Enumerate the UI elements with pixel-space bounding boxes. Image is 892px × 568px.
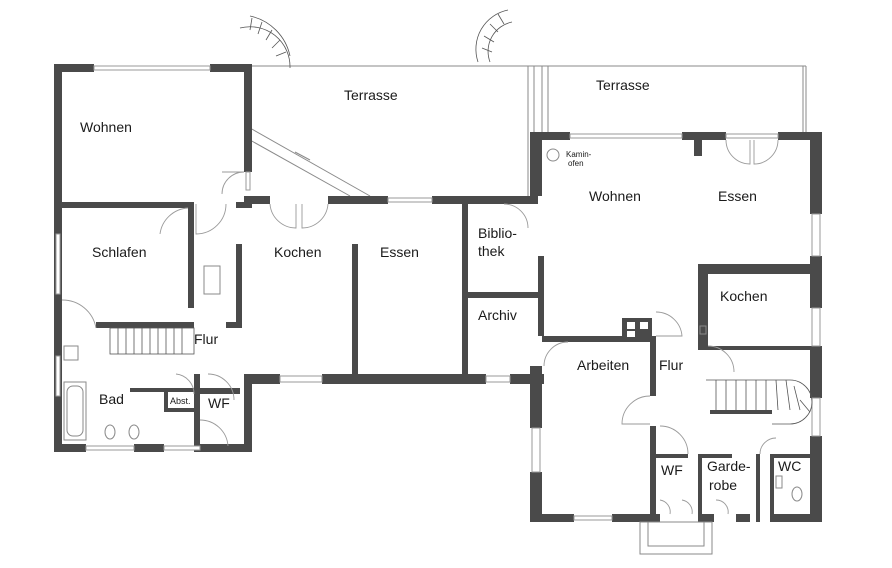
- label-wohnen-right: Wohnen: [589, 188, 641, 204]
- right-wing-walls: [530, 132, 822, 522]
- entrance-steps: [639, 521, 713, 555]
- label-terrasse-left: Terrasse: [344, 87, 398, 103]
- label-kaminofen-1: Kamin-: [566, 150, 592, 159]
- terrace-outlines: [249, 65, 807, 197]
- left-inner-stair: [109, 327, 195, 355]
- spiral-stair-left: [239, 15, 291, 69]
- label-garderobe-1: Garde-: [707, 458, 751, 474]
- middle-walls: [244, 196, 544, 384]
- label-archiv: Archiv: [478, 307, 517, 323]
- label-flur-right: Flur: [659, 357, 683, 373]
- label-garderobe-2: robe: [709, 477, 737, 493]
- room-labels: Terrasse Terrasse Wohnen Schlafen Flur B…: [80, 77, 801, 493]
- label-kaminofen-2: ofen: [568, 159, 584, 168]
- label-abst: Abst.: [170, 396, 191, 406]
- label-bibliothek-2: thek: [478, 243, 505, 259]
- label-wf-right: WF: [661, 462, 683, 478]
- label-kochen-right: Kochen: [720, 288, 767, 304]
- label-essen-mid: Essen: [380, 244, 419, 260]
- door-swings: [61, 139, 779, 515]
- label-wf-left: WF: [208, 395, 230, 411]
- label-essen-right: Essen: [718, 188, 757, 204]
- spiral-stair-right: [475, 9, 513, 63]
- label-flur-left: Flur: [194, 331, 218, 347]
- label-terrasse-right: Terrasse: [596, 77, 650, 93]
- label-kochen-mid: Kochen: [274, 244, 321, 260]
- label-wohnen-left: Wohnen: [80, 119, 132, 135]
- label-wc: WC: [778, 458, 801, 474]
- right-wing-windows: [531, 133, 821, 521]
- bath-fixtures: [63, 265, 221, 441]
- right-inner-stair: [706, 379, 813, 425]
- left-wing-windows: [55, 65, 251, 451]
- label-schlafen: Schlafen: [92, 244, 146, 260]
- middle-windows: [279, 197, 511, 383]
- right-fixtures: [546, 148, 803, 502]
- label-bad: Bad: [99, 391, 124, 407]
- label-bibliothek-1: Biblio-: [478, 225, 517, 241]
- label-arbeiten: Arbeiten: [577, 357, 629, 373]
